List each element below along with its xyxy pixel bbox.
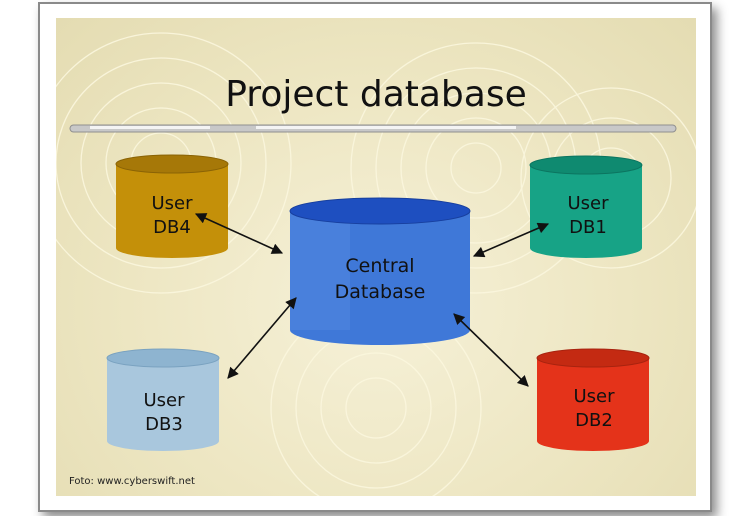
connector-db4-central — [194, 213, 284, 254]
connector-db2-central — [453, 313, 529, 387]
db2-cylinder — [536, 348, 650, 451]
central-database-label: Central Database — [320, 253, 440, 305]
connector-db1-central — [472, 222, 550, 258]
db4-label-line1: User — [151, 193, 193, 214]
db3-label-line2: DB3 — [145, 414, 183, 435]
db3-label: User DB3 — [124, 389, 204, 437]
db3-cylinder — [106, 348, 220, 451]
db1-label-line1: User — [567, 193, 609, 214]
db2-label: User DB2 — [554, 385, 634, 433]
db3-label-line1: User — [143, 390, 185, 411]
photo-credit: Foto: www.cyberswift.net — [69, 476, 195, 487]
db1-label-line2: DB1 — [569, 217, 607, 238]
slide: Project database — [56, 18, 696, 496]
connector-db3-central — [227, 297, 297, 379]
diagram — [69, 124, 677, 451]
db1-label: User DB1 — [548, 192, 628, 240]
slide-title: Project database — [225, 74, 527, 115]
central-database-cylinder — [289, 197, 471, 345]
db2-label-line2: DB2 — [575, 410, 613, 431]
central-label-line2: Database — [334, 281, 426, 303]
central-label-line1: Central — [345, 255, 415, 277]
db4-label-line2: DB4 — [153, 217, 191, 238]
db4-label: User DB4 — [132, 192, 212, 240]
db2-label-line1: User — [573, 386, 615, 407]
db1-cylinder — [529, 155, 643, 258]
title-underline — [69, 124, 677, 133]
